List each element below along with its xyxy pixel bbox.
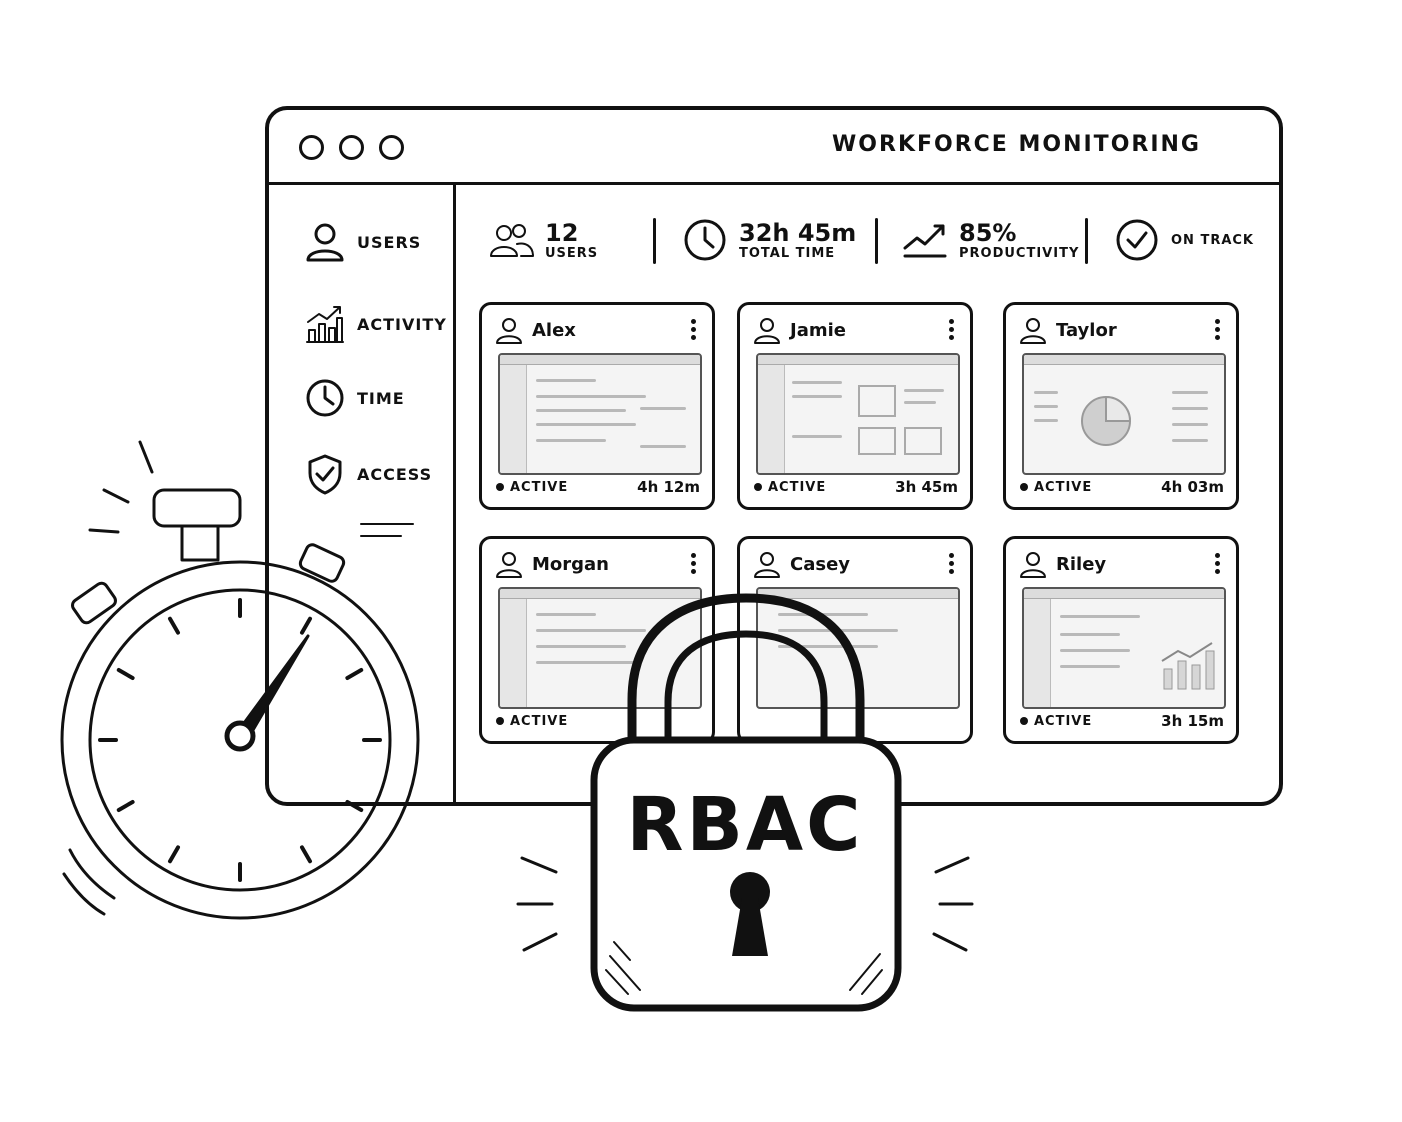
users-icon xyxy=(490,224,534,257)
user-icon xyxy=(1020,318,1046,344)
card-footer: ACTIVE xyxy=(496,711,700,731)
user-card-taylor[interactable]: Taylor ACTIVE 4h 03m xyxy=(1003,302,1239,510)
status-badge: ACTIVE xyxy=(1020,714,1092,729)
user-name: Alex xyxy=(532,319,576,341)
stopwatch-icon xyxy=(60,440,420,920)
stat-value: 85% xyxy=(959,218,1017,247)
user-name: Riley xyxy=(1056,553,1107,575)
user-icon xyxy=(496,552,522,578)
stat-total-time: 32h 45m TOTAL TIME xyxy=(681,210,856,270)
user-name: Taylor xyxy=(1056,319,1117,341)
session-duration: 4h 12m xyxy=(637,478,700,496)
user-card-jamie[interactable]: Jamie ACTIVE 3h 45m xyxy=(737,302,973,510)
card-header: Alex xyxy=(494,315,702,345)
stat-label: PRODUCTIVITY xyxy=(959,245,1080,261)
more-options-icon[interactable] xyxy=(688,553,698,577)
more-options-icon[interactable] xyxy=(688,319,698,343)
lock-label: RBAC xyxy=(626,782,864,868)
stat-label: ON TRACK xyxy=(1171,232,1255,248)
card-footer: ACTIVE 3h 15m xyxy=(1020,711,1224,731)
more-options-icon[interactable] xyxy=(946,553,956,577)
trend-up-icon xyxy=(903,224,947,258)
window-title: WORKFORCE MONITORING xyxy=(832,132,1201,157)
sidebar-item-label: ACTIVITY xyxy=(357,314,447,334)
lock-icon xyxy=(516,593,974,1012)
more-options-icon[interactable] xyxy=(1212,319,1222,343)
user-icon xyxy=(754,318,780,344)
dial-tick xyxy=(300,616,312,635)
stat-value: 32h 45m xyxy=(739,218,857,247)
card-header: Riley xyxy=(1018,549,1226,579)
dial-tick xyxy=(168,845,180,864)
clock-icon xyxy=(684,219,726,261)
stat-label: TOTAL TIME xyxy=(739,245,836,261)
sidebar-item-time[interactable]: TIME xyxy=(303,374,405,422)
card-header: Morgan xyxy=(494,549,702,579)
user-icon xyxy=(496,318,522,344)
user-icon xyxy=(754,552,780,578)
clock-icon xyxy=(306,379,344,417)
card-header: Taylor xyxy=(1018,315,1226,345)
stat-value: 12 xyxy=(545,218,579,247)
bar-chart-thumbnail xyxy=(1161,642,1215,690)
dial-tick xyxy=(168,616,180,635)
more-options-icon[interactable] xyxy=(946,319,956,343)
sidebar-item-label: TIME xyxy=(357,388,405,408)
card-header: Jamie xyxy=(752,315,960,345)
status-badge: ACTIVE xyxy=(754,480,826,495)
screen-thumbnail[interactable] xyxy=(1022,587,1226,709)
status-badge: ACTIVE xyxy=(496,480,568,495)
window-maximize-dot[interactable] xyxy=(379,135,404,160)
stat-divider xyxy=(653,218,656,264)
status-badge: ACTIVE xyxy=(1020,480,1092,495)
rbac-padlock: RBAC xyxy=(510,590,980,1030)
dial-tick xyxy=(345,668,364,680)
session-duration: 3h 45m xyxy=(895,478,958,496)
stat-divider xyxy=(1085,218,1088,264)
user-card-alex[interactable]: Alex ACTIVE 4h 12m xyxy=(479,302,715,510)
sidebar-decoration xyxy=(360,523,414,537)
screen-thumbnail[interactable] xyxy=(1022,353,1226,475)
user-icon xyxy=(306,223,344,262)
stats-bar: 12 USERS 32h 45m TOTAL TIME 85% PROD xyxy=(455,182,1279,297)
sidebar-item-label: ACCESS xyxy=(357,464,433,484)
session-duration: 4h 03m xyxy=(1161,478,1224,496)
card-footer: ACTIVE 3h 45m xyxy=(754,477,958,497)
sidebar-item-activity[interactable]: ACTIVITY xyxy=(303,300,447,348)
user-name: Casey xyxy=(790,553,851,575)
sidebar-item-label: USERS xyxy=(357,232,422,252)
status-badge: ACTIVE xyxy=(496,714,568,729)
card-footer: ACTIVE 4h 12m xyxy=(496,477,700,497)
user-name: Jamie xyxy=(790,319,846,341)
stat-users: 12 USERS xyxy=(487,210,598,270)
more-options-icon[interactable] xyxy=(1212,553,1222,577)
stat-divider xyxy=(875,218,878,264)
stat-label: USERS xyxy=(545,245,599,261)
shield-check-icon xyxy=(308,454,342,495)
window-titlebar: WORKFORCE MONITORING xyxy=(269,110,1279,185)
screen-thumbnail[interactable] xyxy=(756,353,960,475)
check-circle-icon xyxy=(1116,219,1158,261)
sidebar-item-access[interactable]: ACCESS xyxy=(303,450,432,498)
screen-thumbnail[interactable] xyxy=(498,353,702,475)
pie-chart-thumbnail xyxy=(1081,395,1132,446)
user-card-riley[interactable]: Riley ACTIVE 3h 15m xyxy=(1003,536,1239,744)
dial-tick xyxy=(300,845,312,864)
sidebar-item-users[interactable]: USERS xyxy=(303,218,421,266)
stat-on-track: ON TRACK xyxy=(1113,210,1254,270)
stat-productivity: 85% PRODUCTIVITY xyxy=(901,210,1079,270)
dial-tick xyxy=(116,800,135,812)
user-icon xyxy=(1020,552,1046,578)
card-footer: ACTIVE 4h 03m xyxy=(1020,477,1224,497)
bar-chart-icon xyxy=(306,306,344,343)
monitoring-window: WORKFORCE MONITORING USERS ACTIVITY xyxy=(265,106,1283,806)
dial-tick xyxy=(116,668,135,680)
window-minimize-dot[interactable] xyxy=(339,135,364,160)
dial-tick xyxy=(345,800,364,812)
card-header: Casey xyxy=(752,549,960,579)
sidebar: USERS ACTIVITY TIME xyxy=(269,182,456,802)
user-name: Morgan xyxy=(532,553,610,575)
session-duration: 3h 15m xyxy=(1161,712,1224,730)
window-close-dot[interactable] xyxy=(299,135,324,160)
